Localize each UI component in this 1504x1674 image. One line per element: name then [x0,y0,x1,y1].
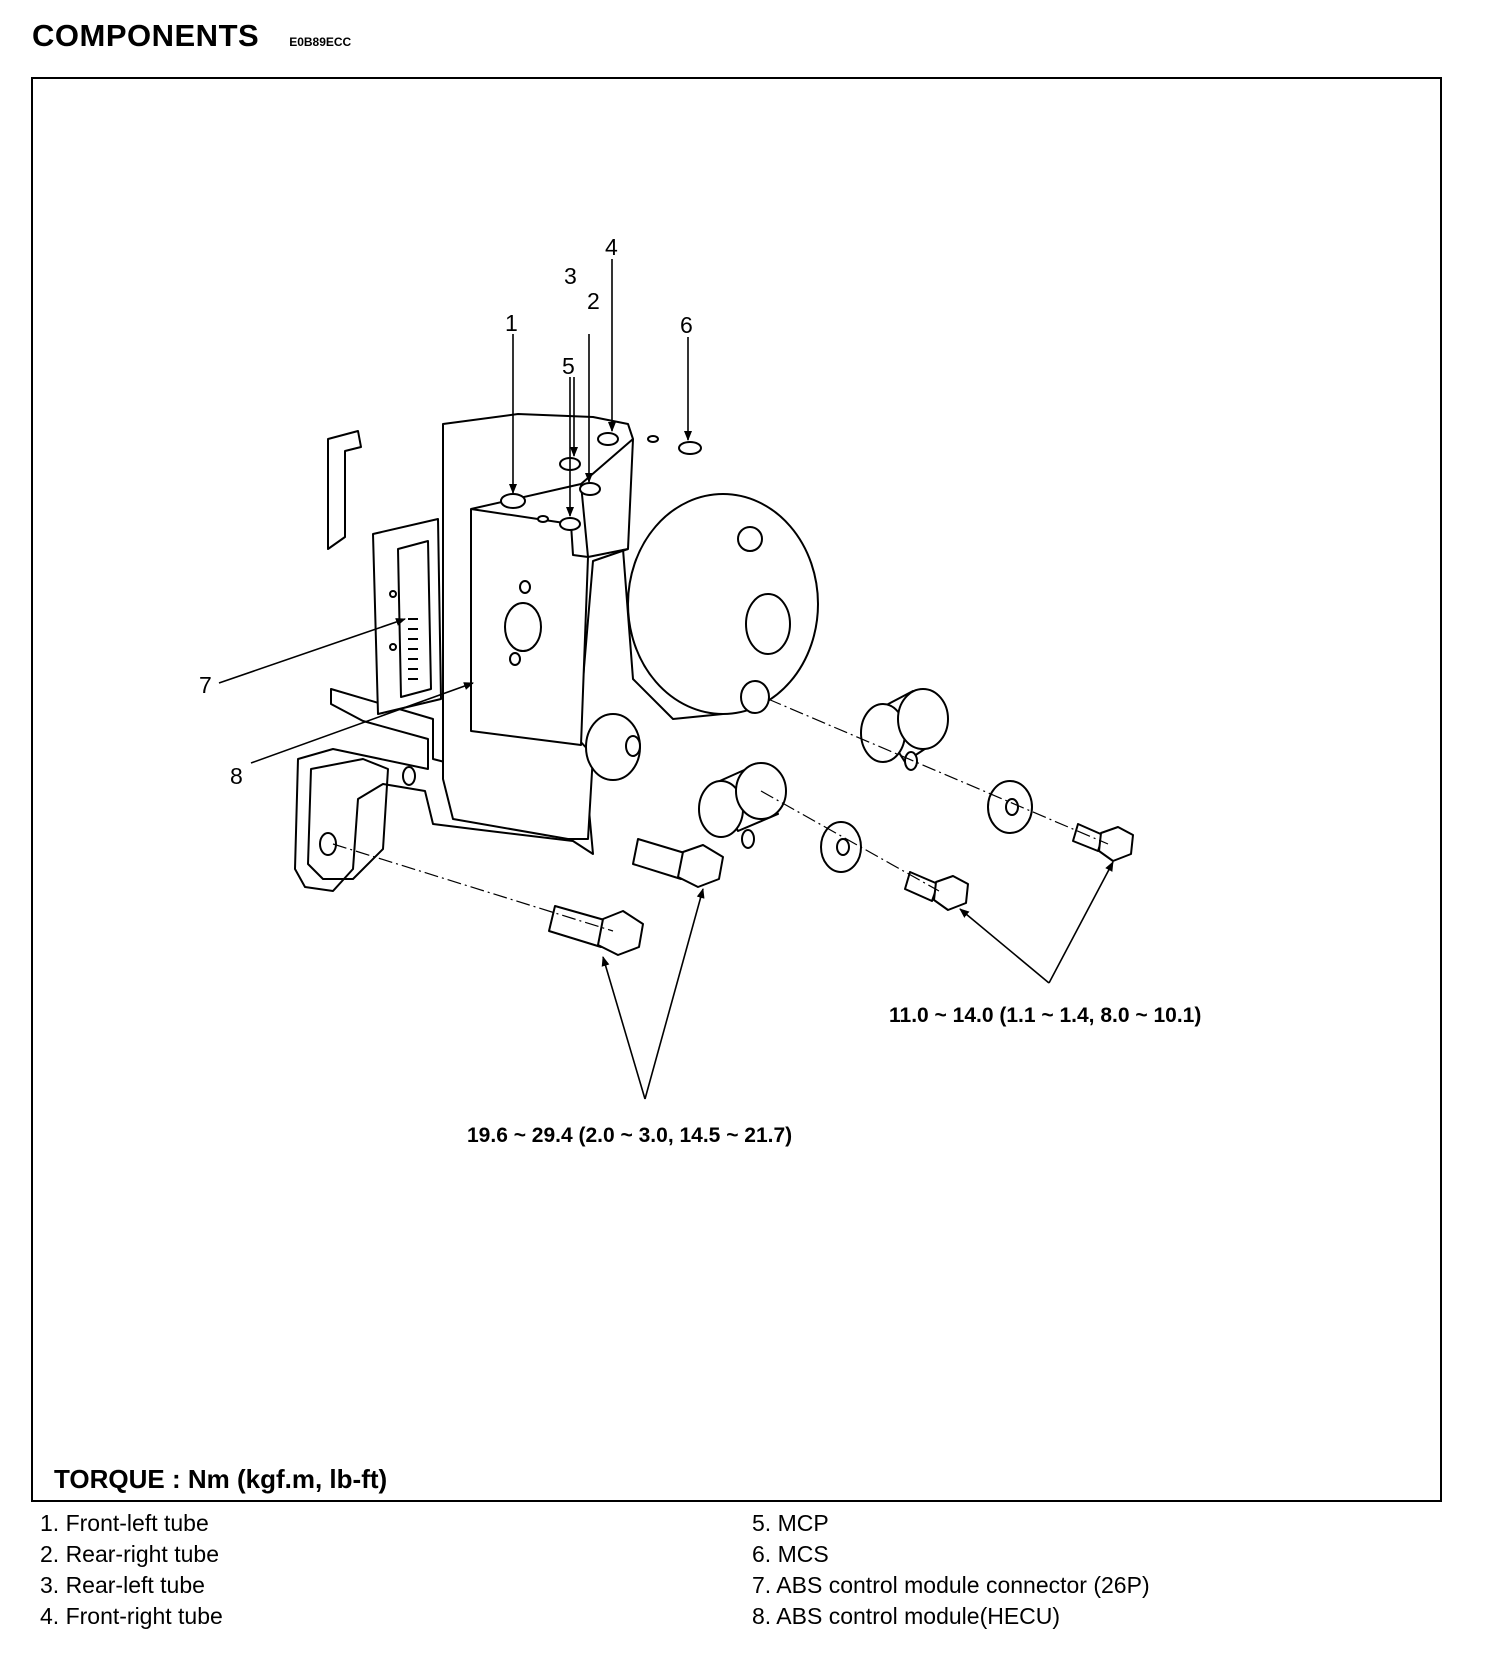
callout-2: 2 [587,288,600,314]
port-plug [504,602,542,652]
callout-8: 8 [230,763,243,789]
assembly-lines [332,698,1109,932]
legend-item: 2. Rear-right tube [40,1541,219,1567]
bolt-small-2 [904,871,969,911]
callout-5: 5 [562,353,575,379]
page-header: COMPONENTS E0B89ECC [32,18,351,54]
tube-ports [500,432,702,531]
callout-4: 4 [605,234,618,260]
legend-item: 4. Front-right tube [40,1603,223,1629]
legend-item: 3. Rear-left tube [40,1572,205,1598]
leader-arrows [218,259,1114,1100]
torque-spec-small-bolts: 11.0 ~ 14.0 (1.1 ~ 1.4, 8.0 ~ 10.1) [889,1004,1201,1027]
bolt-small-1 [1072,823,1134,862]
legend-right: 5. MCP 6. MCS 7. ABS control module conn… [752,1508,1150,1632]
document-code: E0B89ECC [289,35,352,49]
callout-1: 1 [505,310,518,336]
washers [820,780,1033,873]
legend-left: 1. Front-left tube 2. Rear-right tube 3.… [40,1508,223,1632]
callout-6: 6 [680,312,693,338]
diagram-frame: 1 2 3 4 5 6 7 8 11.0 ~ 14.0 (1.1 ~ 1.4, … [31,77,1442,1502]
page-title: COMPONENTS [32,18,260,53]
callout-3: 3 [564,263,577,289]
abs-unit-diagram: 1 2 3 4 5 6 7 8 11.0 ~ 14.0 (1.1 ~ 1.4, … [199,234,1201,1147]
grommet-lower [698,762,787,849]
grommet-upper [860,688,949,771]
pump-motor [622,493,819,720]
torque-spec-large-bolts: 19.6 ~ 29.4 (2.0 ~ 3.0, 14.5 ~ 21.7) [467,1124,792,1147]
callout-7: 7 [199,672,212,698]
bolt-large-2 [548,905,644,956]
legend-item: 1. Front-left tube [40,1510,209,1536]
bolt-large-1 [632,838,724,888]
legend-item: 7. ABS control module connector (26P) [752,1572,1150,1598]
legend-item: 6. MCS [752,1541,829,1567]
connector-26p [372,518,442,715]
torque-unit-label: TORQUE : Nm (kgf.m, lb-ft) [54,1464,388,1494]
legend-item: 8. ABS control module(HECU) [752,1603,1061,1629]
legend-item: 5. MCP [752,1510,829,1536]
